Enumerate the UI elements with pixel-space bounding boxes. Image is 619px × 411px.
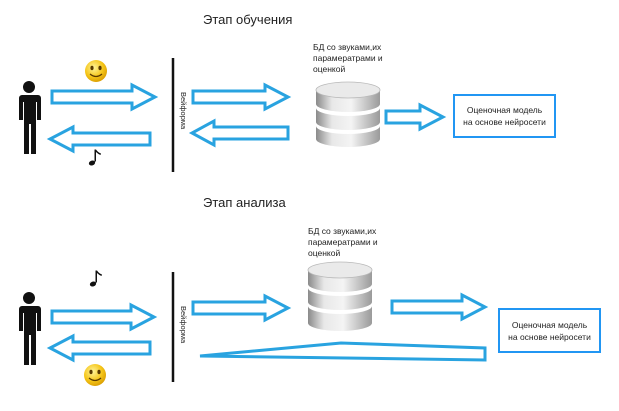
training-stage-title: Этап обучения [203, 12, 293, 27]
arrow-person-to-waveform-training [50, 82, 159, 112]
smiley-icon-analysis [84, 364, 106, 386]
arrow-waveform-to-db-analysis [191, 293, 292, 323]
arrow-db-to-waveform-training [188, 118, 290, 148]
person-icon-training [19, 81, 41, 154]
analysis-model-box: Оценочная модель на основе нейросети [498, 308, 601, 353]
database-cylinder-analysis [307, 261, 373, 331]
analysis-db-label: БД со звуками,их парамератрами и оценкой [308, 226, 378, 258]
smiley-icon-training [85, 60, 107, 82]
training-waveform-label: Вейформа [179, 92, 188, 130]
training-db-label: БД со звуками,их парамератрами и оценкой [313, 42, 383, 74]
analysis-waveform-label: Вейформа [179, 306, 188, 344]
analysis-stage-title: Этап анализа [203, 195, 286, 210]
person-icon-analysis [19, 292, 41, 365]
music-note-icon-analysis [89, 270, 102, 287]
arrow-db-to-model-analysis [390, 292, 489, 322]
music-note-icon-training [88, 149, 101, 166]
arrow-person-to-waveform-analysis [50, 302, 158, 332]
training-model-box: Оценочная модель на основе нейросети [453, 94, 556, 138]
arrow-waveform-to-person-analysis [46, 333, 152, 363]
arrow-waveform-to-db-training [191, 82, 292, 112]
arrow-waveform-to-person-training [46, 124, 152, 154]
database-cylinder-training [315, 81, 381, 147]
arrow-db-to-model-training [384, 102, 447, 132]
arrow-model-to-waveform-analysis [199, 341, 487, 362]
